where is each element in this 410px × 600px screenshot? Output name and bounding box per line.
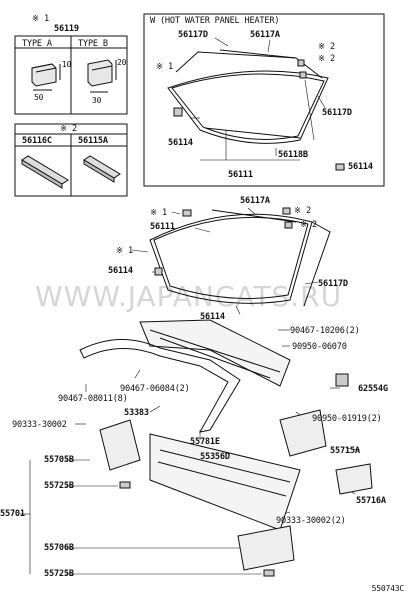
label-90467-08011: 90467-08011(8) bbox=[58, 394, 128, 404]
label-56114-a: 56114 bbox=[108, 266, 133, 276]
label-53383: 53383 bbox=[124, 408, 149, 418]
label-90950-01919: 90950-01919(2) bbox=[312, 414, 382, 424]
part-56119-label: 56119 bbox=[54, 24, 79, 34]
heater-56118b: 56118B bbox=[278, 150, 308, 160]
label-55781e: 55781E bbox=[190, 437, 220, 447]
dim-a-width: 50 bbox=[34, 93, 44, 102]
label-55706b: 55706B bbox=[44, 543, 74, 553]
label-55725b-a: 55725B bbox=[44, 481, 74, 491]
label-mark2-a: ※ 2 bbox=[294, 206, 311, 216]
heater-mark2-b: ※ 2 bbox=[318, 54, 335, 64]
label-62554g: 62554G bbox=[358, 384, 388, 394]
label-90333-30002-right: 90333-30002(2) bbox=[276, 516, 346, 526]
heater-mark1: ※ 1 bbox=[156, 62, 173, 72]
heater-56117d-top: 56117D bbox=[178, 30, 208, 40]
label-90467-10206: 90467-10206(2) bbox=[290, 326, 360, 336]
dim-b-width: 30 bbox=[92, 96, 102, 105]
label-55725b-b: 55725B bbox=[44, 569, 74, 579]
label-mark1-left: ※ 1 bbox=[116, 246, 133, 256]
heater-box-title: W (HOT WATER PANEL HEATER) bbox=[150, 16, 280, 26]
label-90467-06084: 90467-06084(2) bbox=[120, 384, 190, 394]
part-56116c bbox=[21, 155, 69, 189]
windshield-heater bbox=[167, 49, 329, 144]
note-mark-1: ※ 1 bbox=[32, 14, 49, 24]
label-55705b: 55705B bbox=[44, 455, 74, 465]
label-56114-b: 56114 bbox=[200, 312, 225, 322]
cowl-assembly bbox=[79, 319, 373, 577]
type-b-label: TYPE B bbox=[78, 39, 108, 49]
part-56119-type-b bbox=[87, 59, 117, 93]
dim-b-height: 20 bbox=[117, 58, 127, 67]
windshield-main bbox=[149, 209, 331, 307]
heater-56111: 56111 bbox=[228, 170, 253, 180]
label-55715a: 55715A bbox=[330, 446, 360, 456]
heater-56114-left: 56114 bbox=[168, 138, 193, 148]
leader-lines-heater bbox=[190, 37, 345, 169]
label-55356d: 55356D bbox=[200, 452, 230, 462]
label-55716a: 55716A bbox=[356, 496, 386, 506]
type-a-label: TYPE A bbox=[22, 39, 52, 49]
part-56119-type-a bbox=[31, 63, 61, 91]
box-heater bbox=[143, 13, 385, 187]
heater-56117a: 56117A bbox=[250, 30, 280, 40]
heater-mark2-a: ※ 2 bbox=[318, 42, 335, 52]
label-mark1-top: ※ 1 bbox=[150, 208, 167, 218]
part-56116c-label: 56116C bbox=[22, 136, 52, 146]
label-56111: 56111 bbox=[150, 222, 175, 232]
label-56117d: 56117D bbox=[318, 279, 348, 289]
heater-56114-right: 56114 bbox=[348, 162, 373, 172]
note-mark-2: ※ 2 bbox=[60, 124, 77, 134]
part-56115a-label: 56115A bbox=[78, 136, 108, 146]
label-56117a: 56117A bbox=[240, 196, 270, 206]
heater-56117d-right: 56117D bbox=[322, 108, 352, 118]
watermark: WWW.JAPANCATS.RU bbox=[35, 280, 343, 313]
label-55701: 55701 bbox=[0, 509, 25, 519]
part-56115a bbox=[83, 155, 121, 183]
dim-a-height: 10 bbox=[62, 60, 72, 69]
label-90333-30002-left: 90333-30002 bbox=[12, 420, 67, 430]
label-mark2-b: ※ 2 bbox=[300, 220, 317, 230]
label-90950-06070: 90950-06070 bbox=[292, 342, 347, 352]
diagram-code: 550743C bbox=[371, 584, 405, 593]
